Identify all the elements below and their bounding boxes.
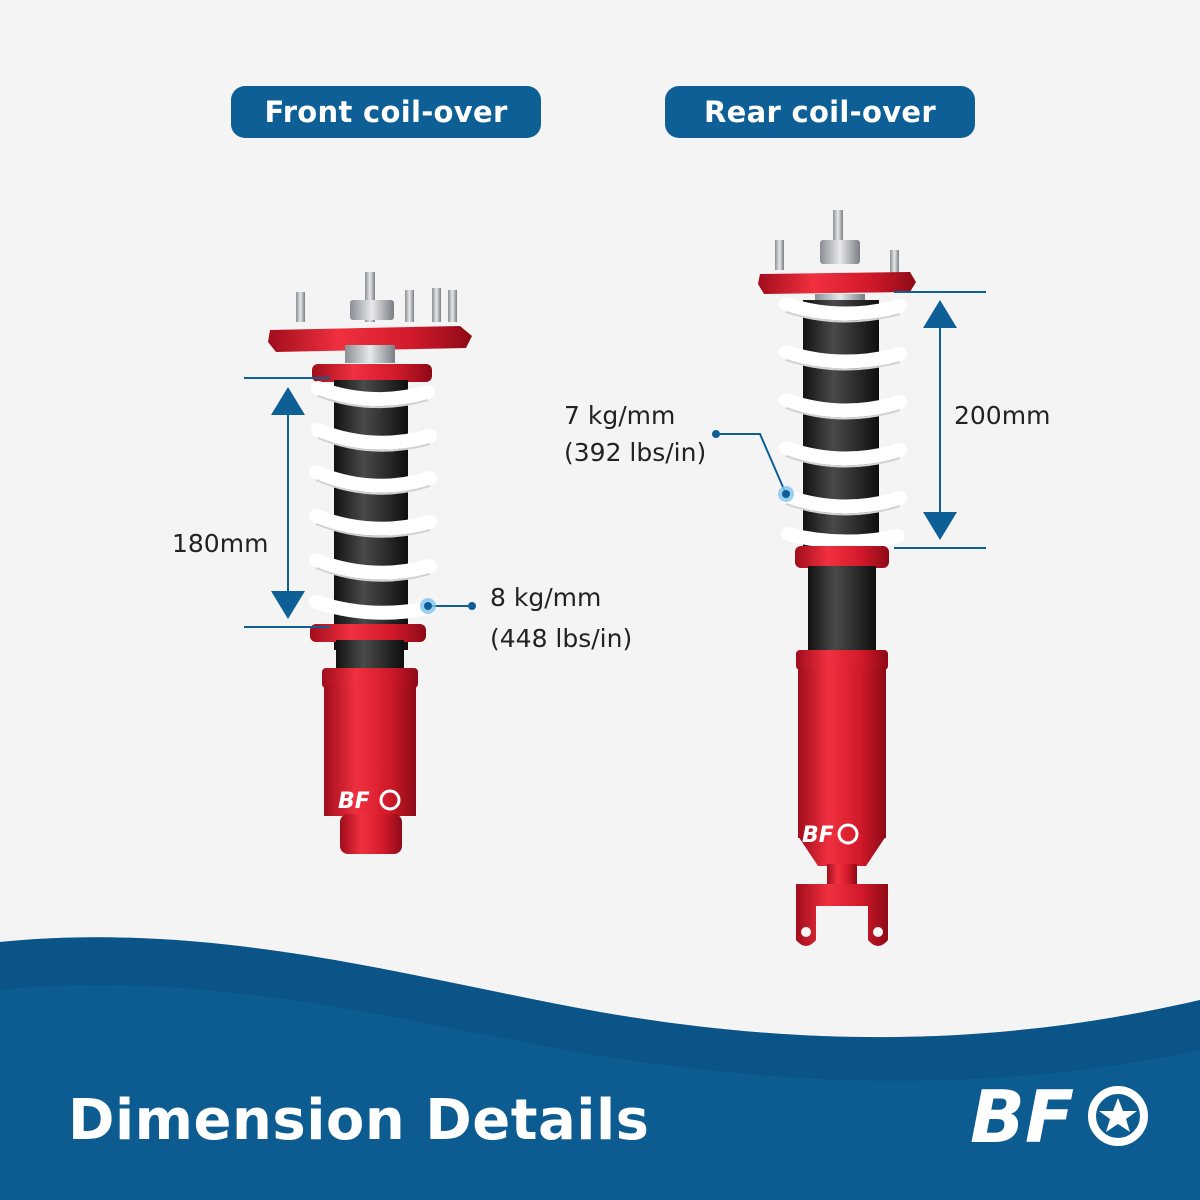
star-icon: [1099, 1098, 1137, 1132]
footer-wave: [0, 937, 1200, 1200]
front-dimension-marker: [244, 377, 330, 628]
rear-spring-rate-imperial: (392 lbs/in): [564, 438, 707, 467]
front-coilover: BF: [268, 272, 472, 854]
front-height-label: 180mm: [172, 529, 269, 558]
brand-logo-ring: [1088, 1086, 1148, 1146]
front-rate-callout: [420, 598, 476, 614]
svg-text:BF: BF: [802, 823, 834, 848]
rear-dimension-marker: [894, 291, 986, 549]
front-coilover-label: Front coil-over: [231, 86, 541, 138]
front-spring-rate-imperial: (448 lbs/in): [490, 624, 633, 653]
svg-text:BF: BF: [338, 789, 370, 814]
rear-coilover: BF: [758, 210, 916, 946]
brand-logo-text: BF: [970, 1076, 1074, 1156]
rear-rate-callout: [712, 430, 794, 502]
rear-coilover-label: Rear coil-over: [665, 86, 975, 138]
footer-title: Dimension Details: [68, 1088, 650, 1153]
rear-height-label: 200mm: [954, 401, 1051, 430]
rear-spring-rate-metric: 7 kg/mm: [564, 401, 676, 430]
brand-logo: BF: [970, 1076, 1148, 1156]
front-spring-rate-metric: 8 kg/mm: [490, 583, 602, 612]
